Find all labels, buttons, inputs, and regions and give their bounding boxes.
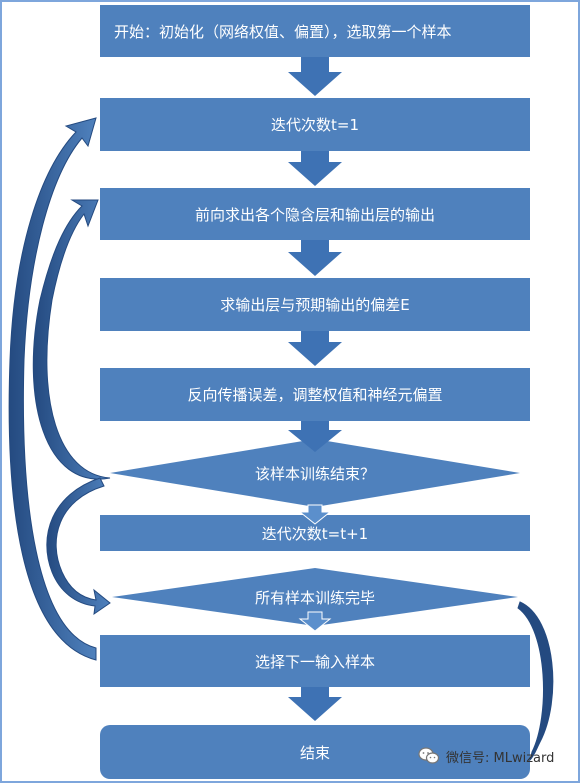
backprop-box xyxy=(100,368,530,421)
watermark: 微信号: MLwizard xyxy=(418,745,554,767)
arrow-down-2 xyxy=(288,151,342,186)
arrow-down-1 xyxy=(288,57,342,96)
loop-arrow-to-end xyxy=(517,601,554,762)
sample-done-label: 该样本训练结束？ xyxy=(254,464,375,483)
next-sample-label: 选择下一输入样本 xyxy=(254,652,375,671)
arrow-down-7 xyxy=(298,611,332,632)
iteration-start-box xyxy=(100,98,530,151)
wechat-icon xyxy=(418,747,440,764)
arrow-down-5 xyxy=(288,421,342,452)
arrow-down-3 xyxy=(288,240,342,276)
forward-pass-box xyxy=(100,188,530,240)
watermark-text: 微信号: MLwizard xyxy=(446,750,555,766)
loop-arrow-to-all-done xyxy=(46,477,111,616)
backprop-label: 反向传播误差，调整权值和神经元偏置 xyxy=(187,386,443,404)
end-label: 结束 xyxy=(299,743,330,762)
error-box xyxy=(100,278,530,331)
loop-arrow-to-iteration xyxy=(8,117,97,661)
init-box xyxy=(100,5,530,57)
forward-pass-label: 前向求出各个隐含层和输出层的输出 xyxy=(194,205,435,224)
all-done-label: 所有样本训练完毕 xyxy=(254,588,375,607)
error-label: 求输出层与预期输出的偏差E xyxy=(220,296,410,314)
arrow-down-8 xyxy=(288,687,342,721)
arrow-down-4 xyxy=(288,331,342,366)
iteration-start-label: 迭代次数t=1 xyxy=(271,116,359,134)
end-box xyxy=(100,725,530,779)
arrow-down-6 xyxy=(298,504,332,525)
loop-arrow-to-forward xyxy=(32,199,111,480)
init-label: 开始：初始化（网络权值、偏置），选取第一个样本 xyxy=(114,22,452,41)
next-sample-box xyxy=(100,635,530,687)
all-done-decision xyxy=(112,568,518,626)
sample-done-decision xyxy=(110,439,520,507)
iteration-increment-label: 迭代次数t=t+1 xyxy=(261,524,369,543)
